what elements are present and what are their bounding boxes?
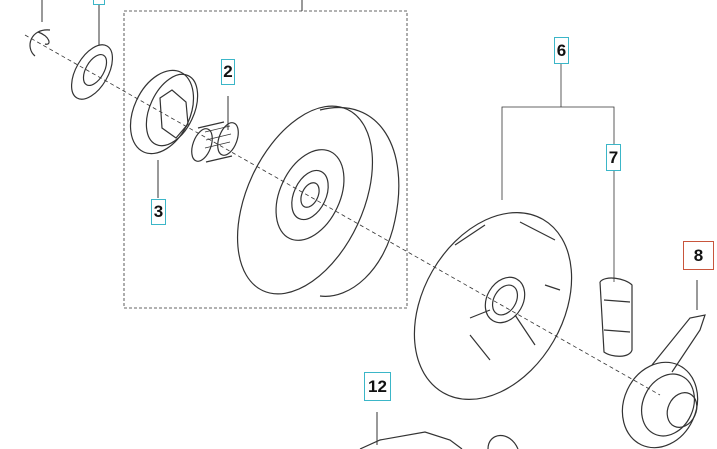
rim-sprocket-part — [129, 69, 199, 155]
callout-8[interactable]: 8 — [683, 241, 714, 270]
callout-partial-top[interactable] — [93, 0, 105, 5]
washer-part — [70, 44, 114, 100]
callout-7[interactable]: 7 — [606, 144, 621, 171]
callout-6[interactable]: 6 — [554, 37, 569, 64]
clutch-spring-part — [599, 277, 633, 357]
clutch-part — [413, 211, 573, 401]
clutch-drum-part — [236, 105, 400, 297]
circlip-part — [29, 29, 51, 57]
brake-band-part — [359, 431, 519, 449]
drive-gear-part — [621, 314, 706, 449]
callout-2[interactable]: 2 — [221, 59, 235, 85]
assembly-group-box — [123, 10, 408, 309]
assembly-axis-line — [24, 34, 661, 396]
callout-12[interactable]: 12 — [364, 372, 391, 401]
callout-3[interactable]: 3 — [151, 199, 166, 225]
needle-bearing-part — [191, 121, 239, 163]
